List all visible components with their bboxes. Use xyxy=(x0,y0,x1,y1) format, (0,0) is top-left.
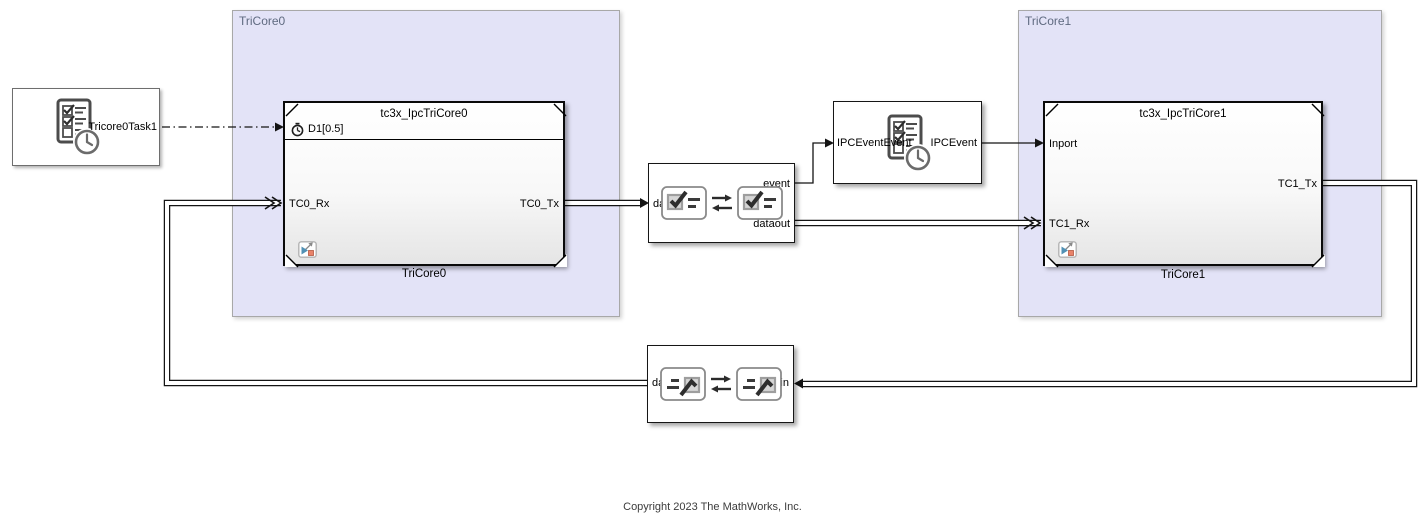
ipc-transfer-icons xyxy=(660,185,783,221)
wire-task-to-d1[interactable] xyxy=(162,122,284,132)
model0-title: tc3x_IpcTriCore0 xyxy=(380,108,468,120)
model1-caption: TriCore1 xyxy=(1160,269,1206,281)
model1-title: tc3x_IpcTriCore1 xyxy=(1139,108,1227,120)
model0-caption: TriCore0 xyxy=(401,268,447,280)
ipc-transfer-bottom-block[interactable]: dataout datain xyxy=(647,345,794,423)
port-ipcevent: IPCEvent xyxy=(930,137,977,149)
wire-ipcevent-to-inport[interactable] xyxy=(982,138,1044,148)
timer-port-icon xyxy=(291,122,304,137)
port-dataout-top: dataout xyxy=(753,218,790,230)
copyright-text: Copyright 2023 The MathWorks, Inc. xyxy=(623,501,802,513)
port-tc0tx: TC0_Tx xyxy=(519,198,559,210)
wire-tc0tx-to-datain[interactable] xyxy=(565,198,649,208)
tc3x-ipctricore0-block[interactable]: tc3x_IpcTriCore0 D1[0.5] TC0_Rx TC0_Tx xyxy=(283,101,567,268)
model-reference-badge-icon[interactable] xyxy=(298,241,317,258)
port-ipceventevent: IPCEventEvent xyxy=(837,137,912,149)
ipc-transfer-icons-mirrored xyxy=(659,366,782,402)
wire-dataout-loop-to-tc0rx[interactable] xyxy=(163,196,648,387)
area-tricore1-label: TriCore1 xyxy=(1025,14,1072,28)
task-block-label: Tricore0Task1 xyxy=(88,121,157,133)
wire-event-to-ipcevent[interactable] xyxy=(795,138,834,184)
port-tc1tx: TC1_Tx xyxy=(1277,178,1317,190)
port-tc1rx: TC1_Rx xyxy=(1049,218,1090,230)
model-reference-badge-icon[interactable] xyxy=(1058,241,1077,258)
tc3x-ipctricore1-block[interactable]: tc3x_IpcTriCore1 Inport TC1_Rx TC1_Tx xyxy=(1043,101,1325,268)
ipc-transfer-top-block[interactable]: datain event dataout xyxy=(648,163,795,243)
area-tricore0-label: TriCore0 xyxy=(239,14,286,28)
event-port-separator xyxy=(285,139,563,140)
port-inport: Inport xyxy=(1049,138,1078,150)
wire-dataout-to-tc1rx[interactable] xyxy=(795,216,1042,230)
port-tc0rx: TC0_Rx xyxy=(289,198,330,210)
wire-tc1tx-loop-to-datain[interactable] xyxy=(794,179,1418,389)
tricore0task1-block[interactable]: Tricore0Task1 xyxy=(12,88,160,166)
ipcevent-block[interactable]: IPCEventEvent IPCEvent xyxy=(833,101,982,184)
port-d1: D1[0.5] xyxy=(308,123,344,135)
